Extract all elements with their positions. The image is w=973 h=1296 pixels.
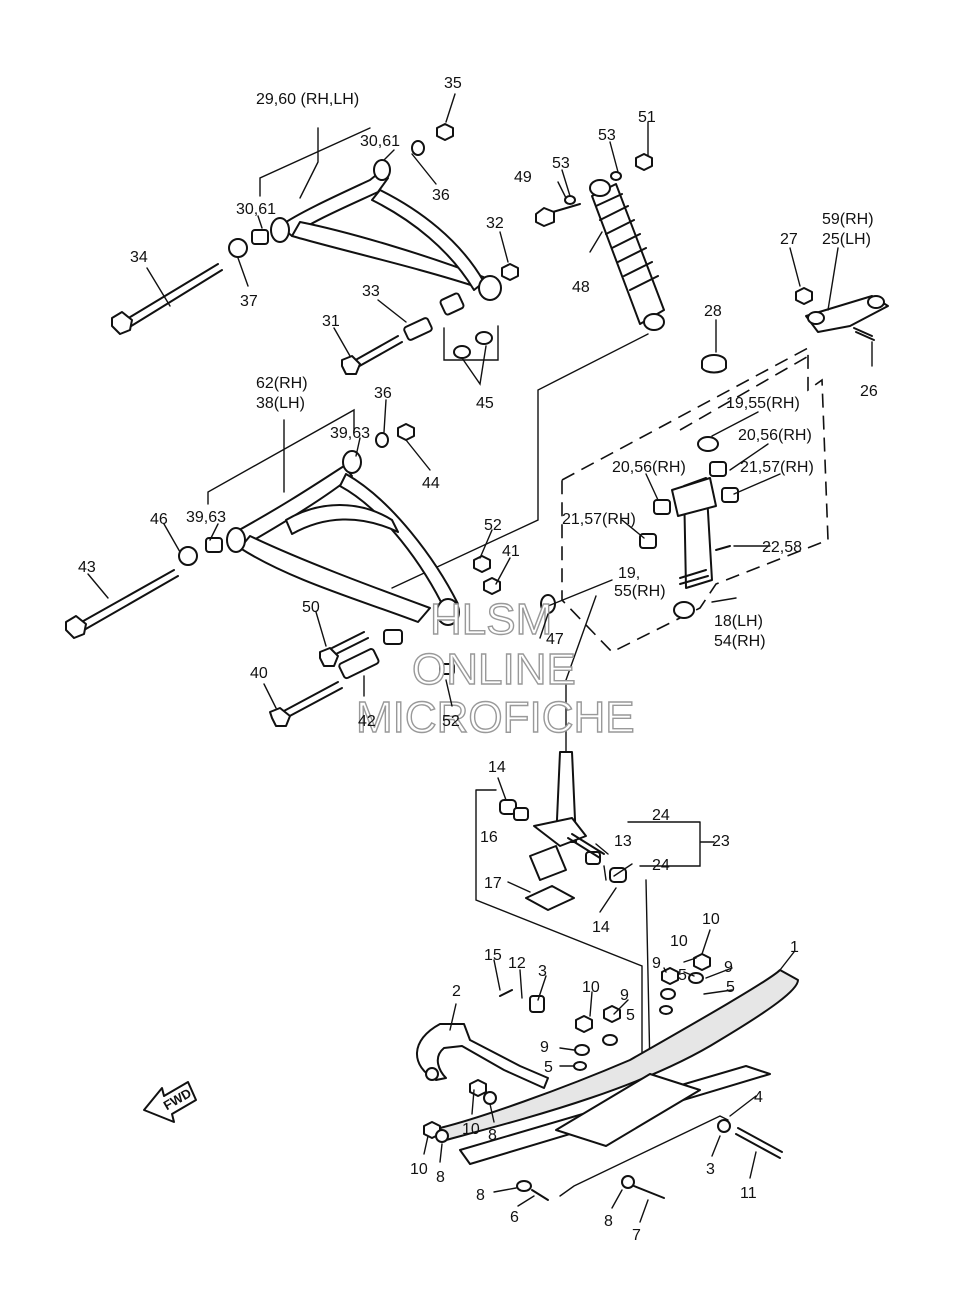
lower-arm-group: [65, 408, 613, 727]
callout-c65: 2: [452, 983, 461, 1000]
callout-c75: 8: [436, 1169, 445, 1186]
callout-c35: 41: [502, 543, 520, 560]
callout-c27: 19,55(RH): [726, 395, 800, 412]
callout-labels: 29,60 (RH,LH)3530,613630,613234373331454…: [78, 75, 878, 1244]
upper-arm-group: [111, 123, 519, 386]
callout-c9: 33: [362, 283, 380, 300]
callout-c38: 19,: [618, 565, 640, 582]
callout-c15: 51: [638, 109, 656, 126]
callout-c24: 36: [374, 385, 392, 402]
callout-c71: 4: [754, 1089, 763, 1106]
callout-c2: 35: [444, 75, 462, 92]
callout-c12: 49: [514, 169, 532, 186]
callout-c45: 42: [358, 713, 376, 730]
callout-c13: 53: [552, 155, 570, 172]
callout-c79: 6: [510, 1209, 519, 1226]
callout-c26: 44: [422, 475, 440, 492]
callout-c39: 55(RH): [614, 583, 666, 600]
callout-c64: 5: [726, 979, 735, 996]
shock-absorber-group: [391, 153, 665, 589]
callout-c28: 20,56(RH): [738, 427, 812, 444]
callout-c57: 10: [670, 933, 688, 950]
watermark-line-1: HLSM: [430, 595, 552, 644]
callout-c4: 36: [432, 187, 450, 204]
callout-c68: 5: [626, 1007, 635, 1024]
leader-lines: [87, 93, 873, 1223]
callout-c62: 5: [678, 967, 687, 984]
callout-c55: 10: [702, 911, 720, 928]
callout-c36: 22,58: [762, 539, 802, 556]
fwd-arrow: FWD: [143, 1081, 197, 1123]
ski-mount-group: [475, 595, 715, 1071]
callout-c47: 14: [488, 759, 506, 776]
callout-c66: 10: [582, 979, 600, 996]
callout-c33: 39,63: [186, 509, 226, 526]
callout-c56: 1: [790, 939, 799, 956]
callout-c73: 8: [488, 1127, 497, 1144]
callout-c78: 8: [476, 1187, 485, 1204]
callout-c61: 9: [652, 955, 661, 972]
callout-c54: 14: [592, 919, 610, 936]
callout-c80: 8: [604, 1213, 613, 1230]
spindle-group: [561, 287, 889, 653]
callout-c74: 10: [410, 1161, 428, 1178]
callout-c50: 13: [614, 833, 632, 850]
callout-c81: 7: [632, 1227, 641, 1244]
callout-c37: 43: [78, 559, 96, 576]
callout-c23: 38(LH): [256, 395, 305, 412]
callout-c60: 3: [538, 963, 547, 980]
callout-c3: 30,61: [360, 133, 400, 150]
callout-c7: 34: [130, 249, 148, 266]
callout-c41: 47: [546, 631, 564, 648]
watermark: HLSM ONLINE MICROFICHE: [355, 594, 635, 742]
callout-c8: 37: [240, 293, 258, 310]
callout-c25: 39,63: [330, 425, 370, 442]
callout-c72: 10: [462, 1121, 480, 1138]
callout-c44: 40: [250, 665, 268, 682]
callout-c77: 11: [740, 1185, 757, 1202]
callout-c30: 21,57(RH): [740, 459, 814, 476]
callout-c22: 62(RH): [256, 375, 308, 392]
callout-c34: 52: [484, 517, 502, 534]
callout-c52: 24: [652, 857, 670, 874]
callout-c43: 54(RH): [714, 633, 766, 650]
callout-c16: 48: [572, 279, 590, 296]
callout-c76: 3: [706, 1161, 715, 1178]
callout-c32: 46: [150, 511, 168, 528]
callout-c40: 50: [302, 599, 320, 616]
callout-c49: 16: [480, 829, 498, 846]
ski-group: [416, 953, 799, 1201]
callout-c19: 25(LH): [822, 231, 871, 248]
callout-c70: 5: [544, 1059, 553, 1076]
callout-c1: 29,60 (RH,LH): [256, 91, 359, 108]
callout-c53: 17: [484, 875, 502, 892]
callout-c59: 12: [508, 955, 526, 972]
callout-c63: 9: [724, 959, 733, 976]
callout-c46: 52: [442, 713, 460, 730]
callout-c21: 28: [704, 303, 722, 320]
callout-c51: 23: [712, 833, 730, 850]
callout-c20: 26: [860, 383, 878, 400]
callout-c17: 27: [780, 231, 798, 248]
callout-c58: 15: [484, 947, 502, 964]
callout-c42: 18(LH): [714, 613, 763, 630]
callout-c31: 21,57(RH): [562, 511, 636, 528]
callout-c6: 32: [486, 215, 504, 232]
callout-c69: 9: [540, 1039, 549, 1056]
watermark-line-3: MICROFICHE: [356, 693, 635, 742]
callout-c14: 53: [598, 127, 616, 144]
callout-c10: 31: [322, 313, 340, 330]
callout-c18: 59(RH): [822, 211, 874, 228]
callout-c48: 24: [652, 807, 670, 824]
callout-c67: 9: [620, 987, 629, 1004]
watermark-line-2: ONLINE: [412, 645, 576, 694]
callout-c5: 30,61: [236, 201, 276, 218]
callout-c11: 45: [476, 395, 494, 412]
callout-c29: 20,56(RH): [612, 459, 686, 476]
